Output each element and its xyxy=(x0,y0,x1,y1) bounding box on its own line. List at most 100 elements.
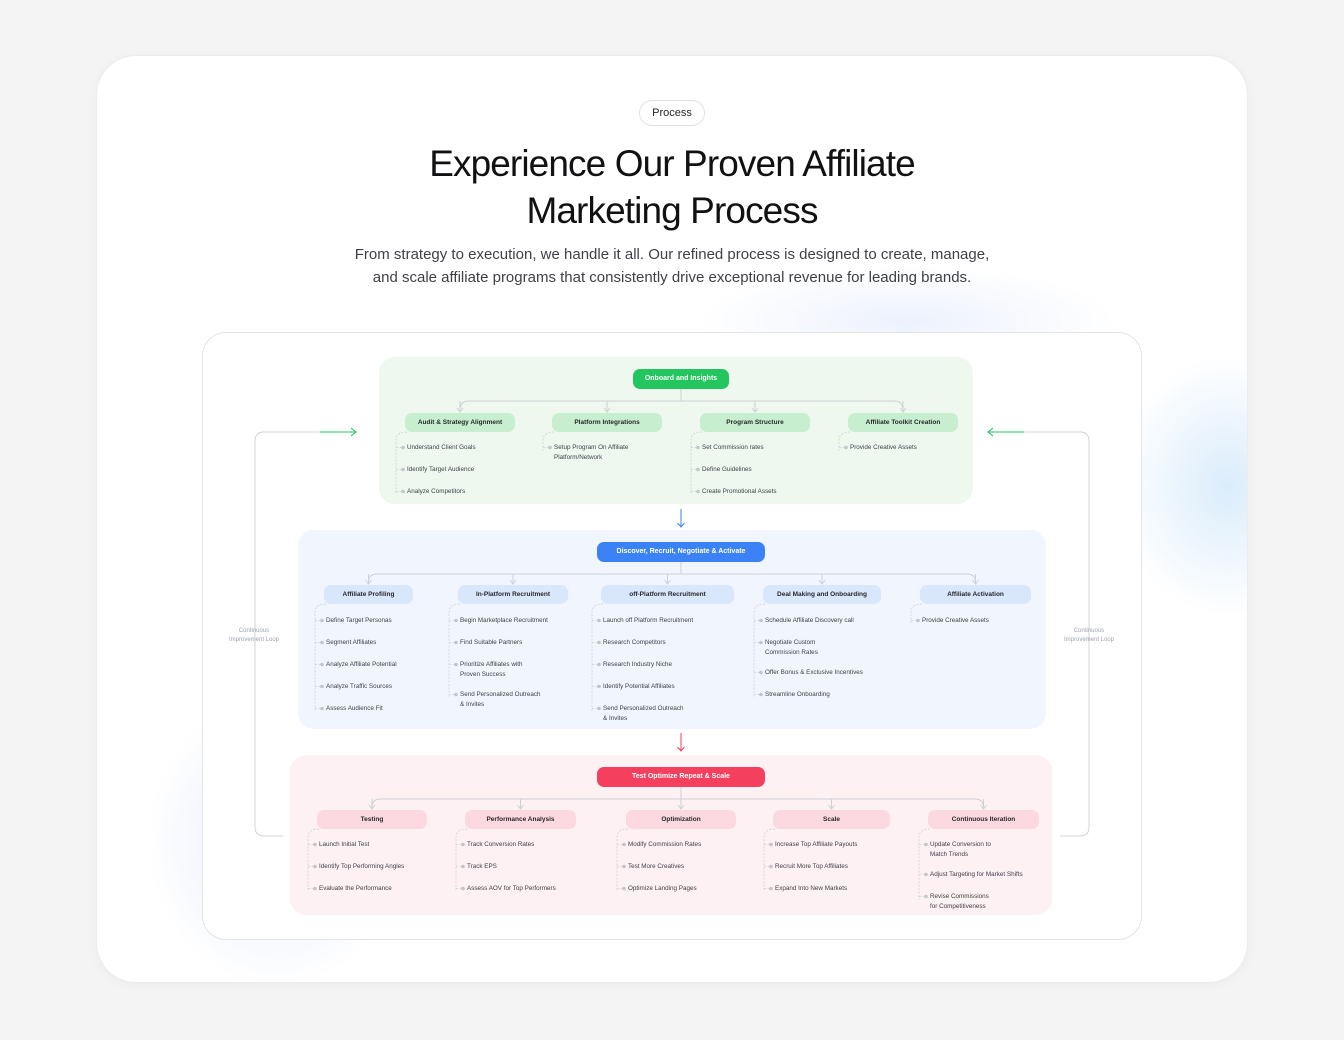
loop-label-line: Continuous xyxy=(238,628,270,634)
list-item-text: Revise Commissions xyxy=(930,893,989,900)
list-item: Define Guidelines xyxy=(702,465,752,475)
list-item: Schedule Affiliate Discovery call xyxy=(765,616,854,626)
list-item-text: Expand Into New Markets xyxy=(775,885,848,892)
list-item-text: Segment Affiliates xyxy=(326,639,377,646)
list-item-text: Negotiate Custom xyxy=(765,639,816,646)
category-affiliate-activation: Affiliate Activation xyxy=(920,585,1031,604)
page-title: Experience Our Proven Affiliate Marketin… xyxy=(322,140,1022,234)
stage-onboard-and-insights-pill: Onboard and Insights xyxy=(633,369,729,389)
list-item: Begin Marketplace Recruitment xyxy=(460,616,548,626)
list-item: Segment Affiliates xyxy=(326,638,376,648)
list-item: Update Conversion to Match Trends xyxy=(930,840,991,859)
loop-label-line: Improvement Loop xyxy=(1063,637,1115,643)
page-subtitle: From strategy to execution, we handle it… xyxy=(322,243,1022,289)
list-item-text: Track EPS xyxy=(467,863,497,870)
list-item-text: & Invites xyxy=(603,714,628,722)
list-item: Set Commission rates xyxy=(702,443,764,453)
list-item: Track Conversion Rates xyxy=(467,840,534,850)
list-item-text: Proven Success xyxy=(460,670,506,678)
list-item-text: Streamline Onboarding xyxy=(765,691,830,698)
list-item: Find Suitable Partners xyxy=(460,638,522,648)
list-item: Evaluate the Performance xyxy=(319,884,392,894)
list-item: Analyze Affiliate Potential xyxy=(326,660,397,670)
list-item-text: Analyze Affiliate Potential xyxy=(326,661,397,668)
list-item-text: Send Personalized Outreach xyxy=(460,691,541,698)
list-item: Send Personalized Outreach & Invites xyxy=(460,690,541,709)
list-item: Offer Bonus & Exclusive Incentives xyxy=(765,668,863,678)
list-item-text: Assess Audience Fit xyxy=(326,705,383,712)
stage-section-discover xyxy=(298,530,1046,729)
list-item: Recruit More Top Affiliates xyxy=(775,862,848,872)
section-eyebrow-badge: Process xyxy=(639,100,705,126)
list-item: Streamline Onboarding xyxy=(765,690,830,700)
subtitle-line: and scale affiliate programs that consis… xyxy=(372,269,972,286)
list-item-text: Define Guidelines xyxy=(702,466,752,473)
list-item-text: Research Industry Niche xyxy=(603,661,672,668)
list-item-text: Create Promotional Assets xyxy=(702,488,777,495)
category-audit-strategy-alignment: Audit & Strategy Alignment xyxy=(405,413,515,432)
list-item: Launch Initial Test xyxy=(319,840,369,850)
list-item: Launch off Platform Recruitment xyxy=(603,616,693,626)
list-item-text: Adjust Targeting for Market Shifts xyxy=(930,871,1023,878)
list-item-text: Evaluate the Performance xyxy=(319,885,392,892)
category-optimization: Optimization xyxy=(626,810,736,829)
loop-label-line: Improvement Loop xyxy=(228,637,280,643)
list-item-text: Identify Potential Affiliates xyxy=(603,683,675,690)
list-item-text: Prioritize Affiliates with xyxy=(460,661,523,668)
list-item-text: Test More Creatives xyxy=(628,863,684,870)
list-item: Assess AOV for Top Performers xyxy=(467,884,556,894)
list-item: Identify Target Audience xyxy=(407,465,474,475)
list-item: Adjust Targeting for Market Shifts xyxy=(930,870,1023,880)
list-item-text: Optimize Landing Pages xyxy=(628,885,697,892)
list-item: Define Target Personas xyxy=(326,616,392,626)
list-item: Expand Into New Markets xyxy=(775,884,847,894)
title-line: Marketing Process xyxy=(526,190,818,231)
list-item-text: Launch Initial Test xyxy=(319,841,370,848)
list-item-text: Platform/Network xyxy=(554,453,603,461)
list-item: Test More Creatives xyxy=(628,862,684,872)
list-item: Track EPS xyxy=(467,862,497,872)
title-line: Experience Our Proven Affiliate xyxy=(429,143,915,184)
category-program-structure: Program Structure xyxy=(700,413,810,432)
category-affiliate-toolkit-creation: Affiliate Toolkit Creation xyxy=(848,413,958,432)
stage-discover-recruit-negotiate-activate-pill: Discover, Recruit, Negotiate & Activate xyxy=(597,542,765,562)
list-item-text: Find Suitable Partners xyxy=(460,639,523,646)
list-item: Assess Audience Fit xyxy=(326,704,383,714)
list-item-text: Recruit More Top Affiliates xyxy=(775,863,848,870)
list-item: Send Personalized Outreach & Invites xyxy=(603,704,684,723)
list-item-text: Analyze Traffic Sources xyxy=(326,683,393,690)
list-item: Modify Commission Rates xyxy=(628,840,701,850)
list-item-text: Setup Program On Affiliate xyxy=(554,444,629,451)
list-item-text: Launch off Platform Recruitment xyxy=(603,617,694,624)
loop-label-left: Continuous Improvement Loop xyxy=(214,627,294,645)
stage-test-optimize-repeat-scale-pill: Test Optimize Repeat & Scale xyxy=(597,767,765,787)
list-item-text: & Invites xyxy=(460,700,485,708)
list-item-text: Identify Top Performing Angles xyxy=(319,863,405,870)
list-item: Identify Potential Affiliates xyxy=(603,682,675,692)
list-item-text: Understand Client Goals xyxy=(407,444,476,451)
list-item-text: Offer Bonus & Exclusive Incentives xyxy=(765,669,863,676)
list-item-text: Define Target Personas xyxy=(326,617,392,624)
subtitle-line: From strategy to execution, we handle it… xyxy=(354,246,990,263)
category-scale: Scale xyxy=(773,810,890,829)
category-performance-analysis: Performance Analysis xyxy=(465,810,576,829)
list-item-text: Update Conversion to xyxy=(930,841,991,848)
list-item: Provide Creative Assets xyxy=(922,616,989,626)
list-item-text: Analyze Competitors xyxy=(407,488,466,495)
list-item-text: Send Personalized Outreach xyxy=(603,705,684,712)
list-item-text: Provide Creative Assets xyxy=(922,617,989,624)
loop-label-right: Continuous Improvement Loop xyxy=(1049,627,1129,645)
category-continuous-iteration: Continuous Iteration xyxy=(928,810,1039,829)
list-item: Optimize Landing Pages xyxy=(628,884,697,894)
list-item: Understand Client Goals xyxy=(407,443,476,453)
list-item-text: Assess AOV for Top Performers xyxy=(467,885,556,892)
list-item: Research Competitors xyxy=(603,638,666,648)
list-item-text: Identify Target Audience xyxy=(407,466,475,473)
list-item-text: Increase Top Affiliate Payouts xyxy=(775,841,858,848)
list-item-text: Begin Marketplace Recruitment xyxy=(460,617,548,624)
list-item-text: Provide Creative Assets xyxy=(850,444,917,451)
list-item-text: Match Trends xyxy=(930,850,969,858)
